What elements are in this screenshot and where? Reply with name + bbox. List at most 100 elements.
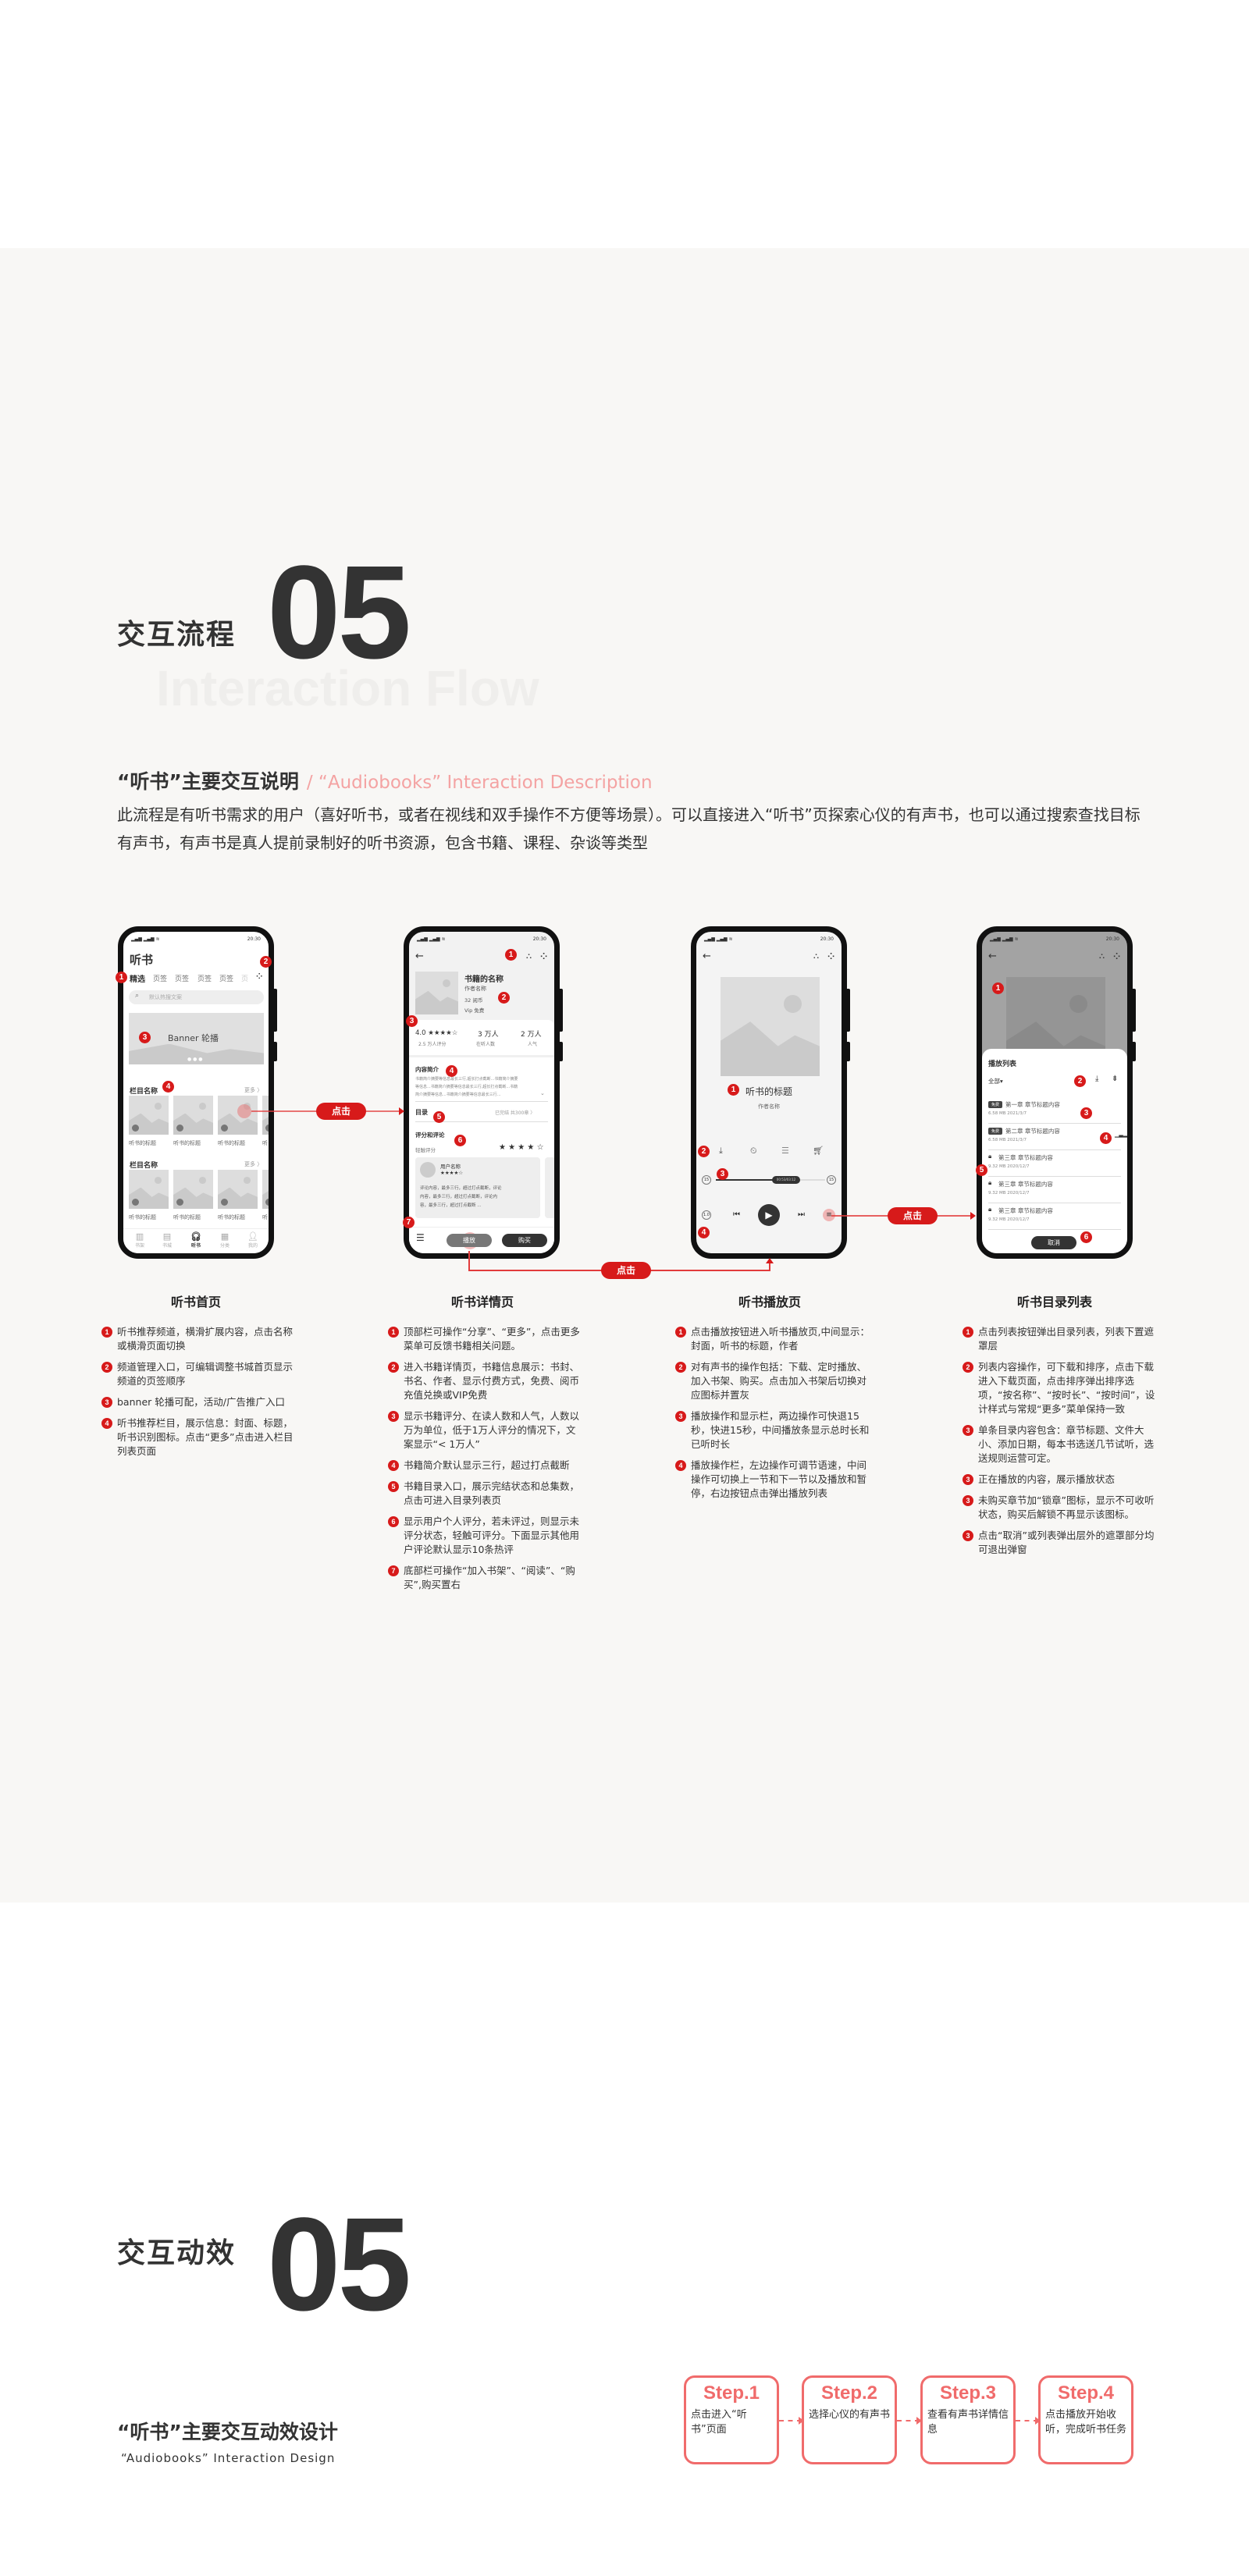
- detail-bottom-bar: ☰ 播放 购买: [409, 1227, 554, 1253]
- speed-button[interactable]: 1.0: [702, 1210, 711, 1220]
- back-arrow-icon[interactable]: ←: [415, 950, 424, 962]
- tab-bookstore[interactable]: ▤书城: [158, 1231, 176, 1249]
- timer-icon[interactable]: ⏲︎: [750, 1146, 757, 1156]
- skip-forward-15-button[interactable]: 15: [827, 1175, 836, 1185]
- cancel-button[interactable]: 取消: [1031, 1236, 1076, 1249]
- book-name: 书籍的名称: [464, 975, 504, 984]
- previous-icon[interactable]: ⏮︎: [733, 1210, 740, 1219]
- more-link[interactable]: 更多 〉: [244, 1087, 263, 1093]
- toc-entry[interactable]: 目录: [415, 1109, 428, 1116]
- annotation-badge: 3: [963, 1530, 973, 1541]
- next-icon[interactable]: ⏭︎: [798, 1210, 805, 1219]
- book-cover-thumb[interactable]: [173, 1096, 213, 1135]
- share-icon[interactable]: ⛬: [813, 952, 819, 961]
- skip-back-15-button[interactable]: 15: [702, 1175, 711, 1185]
- more-icon[interactable]: ⁘: [827, 951, 835, 961]
- book-cover-thumb[interactable]: [262, 1096, 269, 1135]
- share-icon[interactable]: ⛬: [526, 952, 532, 961]
- progress-time[interactable]: 00:53/03:12: [772, 1176, 800, 1184]
- toc-status[interactable]: 已完结 共300章 〉: [495, 1110, 536, 1116]
- book-title: 听书的标题: [129, 1140, 156, 1146]
- click-label: 点击: [601, 1262, 651, 1279]
- page-caption: 听书目录列表: [1016, 1295, 1092, 1309]
- comment-card: 用户名称 ★★★★☆ 评论内容，最多三行，超过打点截断，评论 内容，最多三行，超…: [415, 1157, 540, 1218]
- tab-featured[interactable]: 精选: [130, 975, 145, 984]
- annotation-badge: 2: [1074, 1075, 1086, 1087]
- page-caption: 听书首页: [170, 1295, 221, 1309]
- rating-stars-input[interactable]: ★ ★ ★ ★ ☆: [499, 1143, 544, 1152]
- author-name: 作者名称: [758, 1103, 780, 1110]
- expand-chevron-icon[interactable]: ⌄: [540, 1090, 545, 1096]
- annotation-badge: 7: [388, 1565, 399, 1576]
- annotation-badge: 3: [717, 1168, 728, 1180]
- tab-audiobooks[interactable]: 🎧︎听书: [187, 1231, 205, 1249]
- channel-manage-icon[interactable]: ⁘: [256, 972, 263, 981]
- book-cover-thumb[interactable]: [129, 1096, 169, 1135]
- description-text: 播放操作栏，左边操作可调节语速，中间操作可切换上一节和下一节以及播放和暂停，右边…: [691, 1459, 867, 1499]
- step-text: 选择心仪的有声书: [809, 2409, 891, 2421]
- more-link[interactable]: 更多 〉: [244, 1161, 263, 1167]
- lock-icon: 🔒︎: [988, 1179, 992, 1186]
- more-icon[interactable]: ⁘: [540, 951, 548, 961]
- chapter-meta: 9.32 MB 2020/12/7: [988, 1164, 1030, 1169]
- tab-bookshelf[interactable]: ▥书架: [131, 1231, 148, 1249]
- step-arrow: [897, 2417, 922, 2425]
- tab-category[interactable]: ▦分类: [216, 1231, 233, 1249]
- add-to-shelf-icon[interactable]: ☰: [781, 1146, 789, 1156]
- audiobook-title: 听书的标题: [745, 1086, 792, 1097]
- book-cover-thumb[interactable]: [129, 1170, 169, 1209]
- play-button[interactable]: 播放: [447, 1234, 492, 1247]
- vip-status: Vip 免费: [464, 1007, 485, 1014]
- free-tag: 免费: [988, 1128, 1003, 1135]
- download-icon[interactable]: ⤓: [1095, 1075, 1099, 1083]
- add-to-shelf-icon[interactable]: ☰: [416, 1232, 425, 1243]
- book-cover-thumb[interactable]: [173, 1170, 213, 1209]
- chapter-title: 第三章 章节标题内容: [998, 1181, 1053, 1188]
- sort-icon[interactable]: ⇟: [1112, 1075, 1119, 1083]
- annotation-badge: 6: [388, 1516, 399, 1527]
- book-cover-thumb[interactable]: [218, 1170, 258, 1209]
- cart-icon[interactable]: 🛒︎: [813, 1146, 824, 1156]
- description-text: 听书推荐栏目，展示信息：封面、标题，听书识别图标。点击“更多”点击进入栏目列表页…: [117, 1417, 294, 1457]
- flow-section-ghost-title: Interaction Flow: [156, 660, 539, 716]
- playlist-icon[interactable]: ≡: [823, 1209, 835, 1221]
- tab-page[interactable]: 页签: [219, 975, 234, 983]
- description-text: 进入书籍详情页，书籍信息展示：书封、书名、作者、显示付费方式，免费、阅币充值兑换…: [404, 1361, 580, 1401]
- signal-icon: ▂▄▆ ▂▄▆ ≋: [990, 936, 1019, 942]
- tab-mine[interactable]: 👤︎我的: [244, 1231, 262, 1249]
- book-title: 听: [262, 1140, 268, 1146]
- filter-dropdown[interactable]: 全部▾: [988, 1078, 1003, 1085]
- banner-carousel[interactable]: Banner 轮播 ● ● ●: [129, 1013, 264, 1064]
- back-arrow-icon[interactable]: ←: [703, 950, 711, 962]
- download-icon[interactable]: ⤓: [719, 1146, 723, 1156]
- book-cover-thumb[interactable]: [262, 1170, 269, 1209]
- tab-page[interactable]: 页签: [153, 975, 168, 983]
- banner-label: Banner 轮播: [168, 1033, 219, 1043]
- tab-page[interactable]: 页签: [197, 975, 212, 983]
- progress-slider[interactable]: 00:53/03:12: [716, 1176, 825, 1184]
- carousel-dots[interactable]: ● ● ●: [187, 1057, 203, 1062]
- tab-page[interactable]: 页签: [175, 975, 190, 983]
- play-button[interactable]: ▶: [758, 1204, 780, 1226]
- status-time: 20:30: [820, 936, 834, 942]
- book-cover-thumb[interactable]: [218, 1096, 258, 1135]
- annotation-badge: 1: [675, 1327, 686, 1338]
- buy-button[interactable]: 购买: [502, 1234, 547, 1247]
- grid-icon: ▦: [220, 1231, 230, 1242]
- tab-page[interactable]: 页: [241, 975, 249, 983]
- search-input[interactable]: ⌕ 默认热搜文案: [129, 990, 264, 1004]
